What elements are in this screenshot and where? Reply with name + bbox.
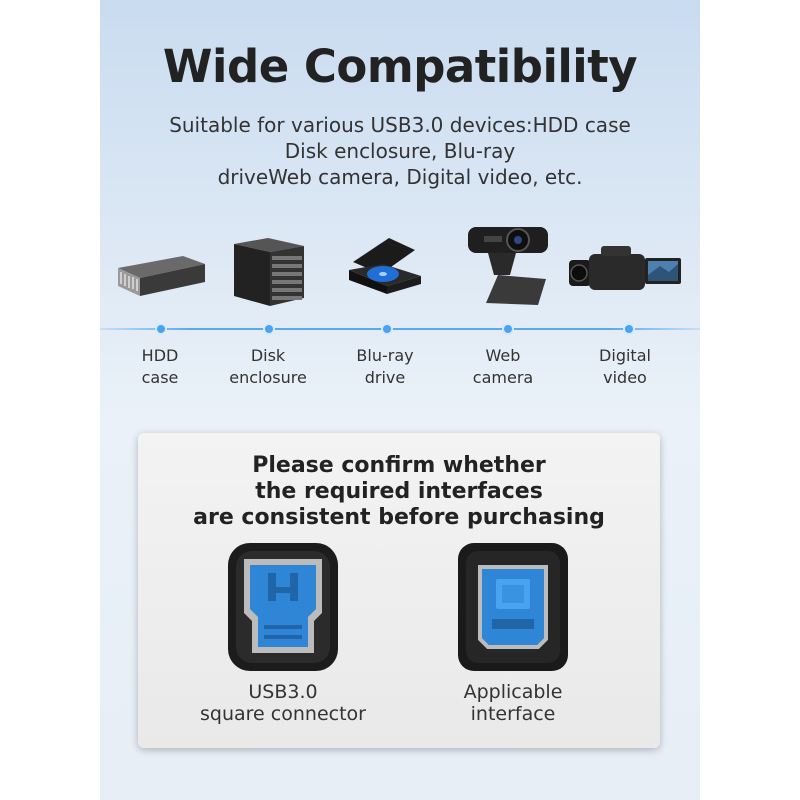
applicable-interface-icon bbox=[458, 543, 568, 671]
notice-text: Please confirm whether the required inte… bbox=[138, 453, 660, 531]
blu-ray-drive-icon bbox=[349, 238, 421, 294]
port-label-applicable: Applicable interface bbox=[403, 681, 623, 725]
device-label-line-1: Digital bbox=[599, 346, 651, 365]
device-label-line-2: video bbox=[603, 368, 647, 387]
port-label-usb3: USB3.0 square connector bbox=[173, 681, 393, 725]
device-web-camera: Web camera bbox=[443, 220, 563, 387]
subtitle: Suitable for various USB3.0 devices:HDD … bbox=[130, 112, 670, 190]
device-label-line-2: case bbox=[141, 368, 179, 387]
device-label-line-2: drive bbox=[364, 368, 406, 387]
device-label-line-2: camera bbox=[472, 368, 534, 387]
disk-enclosure-icon bbox=[234, 238, 304, 306]
notice-line-2: the required interfaces bbox=[255, 479, 543, 504]
device-label-line-1: Disk bbox=[250, 346, 286, 365]
hdd-case-icon bbox=[117, 256, 205, 296]
port-applicable-interface bbox=[458, 543, 568, 673]
subtitle-line-2: Disk enclosure, Blu-ray bbox=[284, 139, 516, 163]
notice-line-1: Please confirm whether bbox=[252, 453, 546, 478]
port-label-line-1: Applicable bbox=[463, 681, 563, 703]
timeline-dot bbox=[263, 323, 275, 335]
device-label-line-1: Web bbox=[485, 346, 521, 365]
subtitle-line-1: Suitable for various USB3.0 devices:HDD … bbox=[169, 113, 631, 137]
port-label-line-1: USB3.0 bbox=[248, 681, 318, 703]
timeline-dot bbox=[155, 323, 167, 335]
timeline-dot bbox=[381, 323, 393, 335]
device-list: HDD case Disk enclos bbox=[100, 220, 700, 400]
interface-notice-card: Please confirm whether the required inte… bbox=[138, 433, 660, 748]
notice-line-3: are consistent before purchasing bbox=[193, 505, 605, 530]
web-camera-icon bbox=[468, 227, 548, 305]
device-disk-enclosure: Disk enclosure bbox=[208, 220, 328, 387]
port-label-line-2: square connector bbox=[200, 703, 366, 725]
device-hdd-case: HDD case bbox=[100, 220, 220, 387]
timeline-dot bbox=[502, 323, 514, 335]
device-digital-video: Digital video bbox=[565, 220, 685, 387]
device-label-line-1: HDD bbox=[141, 346, 179, 365]
digital-video-icon bbox=[569, 246, 681, 290]
device-label-line-2: enclosure bbox=[229, 368, 307, 387]
product-panel: Wide Compatibility Suitable for various … bbox=[100, 0, 700, 800]
usb3-square-connector-icon bbox=[228, 543, 338, 671]
timeline-dot bbox=[623, 323, 635, 335]
device-label-line-1: Blu-ray bbox=[356, 346, 414, 365]
port-label-line-2: interface bbox=[470, 703, 556, 725]
device-blu-ray-drive: Blu-ray drive bbox=[325, 220, 445, 387]
page-title: Wide Compatibility bbox=[162, 40, 638, 93]
timeline-line bbox=[100, 328, 700, 330]
subtitle-line-3: driveWeb camera, Digital video, etc. bbox=[217, 165, 583, 189]
port-usb3-square-connector bbox=[228, 543, 338, 673]
